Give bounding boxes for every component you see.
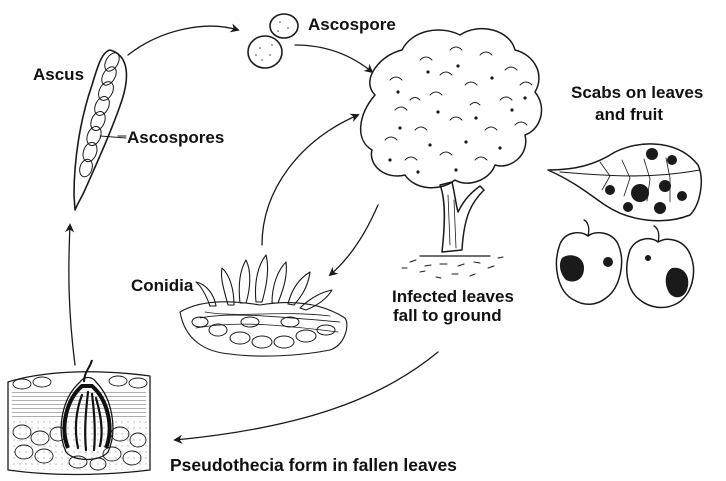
arrow-ground-to-pseudothecia xyxy=(175,352,438,440)
arrow-tree-to-conidia xyxy=(330,205,378,275)
apple-tree-illustration xyxy=(361,29,542,278)
arrow-ascospore-to-tree xyxy=(295,45,372,72)
label-infected-line1: Infected leaves xyxy=(392,286,514,307)
label-scabs-line1: Scabs on leaves xyxy=(571,82,703,103)
arrow-ascus-to-ascospore xyxy=(128,26,238,55)
label-infected-line2: fall to ground xyxy=(393,305,502,326)
label-ascospores: Ascospores xyxy=(127,127,224,148)
label-conidia: Conidia xyxy=(131,275,193,296)
ascospore-illustration xyxy=(248,14,298,68)
scabbed-leaf-illustration xyxy=(548,144,701,221)
label-scabs-line2: and fruit xyxy=(595,104,663,125)
label-ascus: Ascus xyxy=(33,64,84,85)
label-pseudothecia: Pseudothecia form in fallen leaves xyxy=(170,455,457,476)
pseudothecium-illustration xyxy=(8,360,150,475)
cycle-arrows xyxy=(69,26,438,440)
arrow-conidia-to-tree xyxy=(262,115,358,245)
label-ascospore: Ascospore xyxy=(308,14,396,35)
conidia-illustration xyxy=(180,255,347,356)
arrow-pseudothecia-to-ascus xyxy=(69,225,75,365)
scabbed-apple-illustration xyxy=(556,220,693,307)
